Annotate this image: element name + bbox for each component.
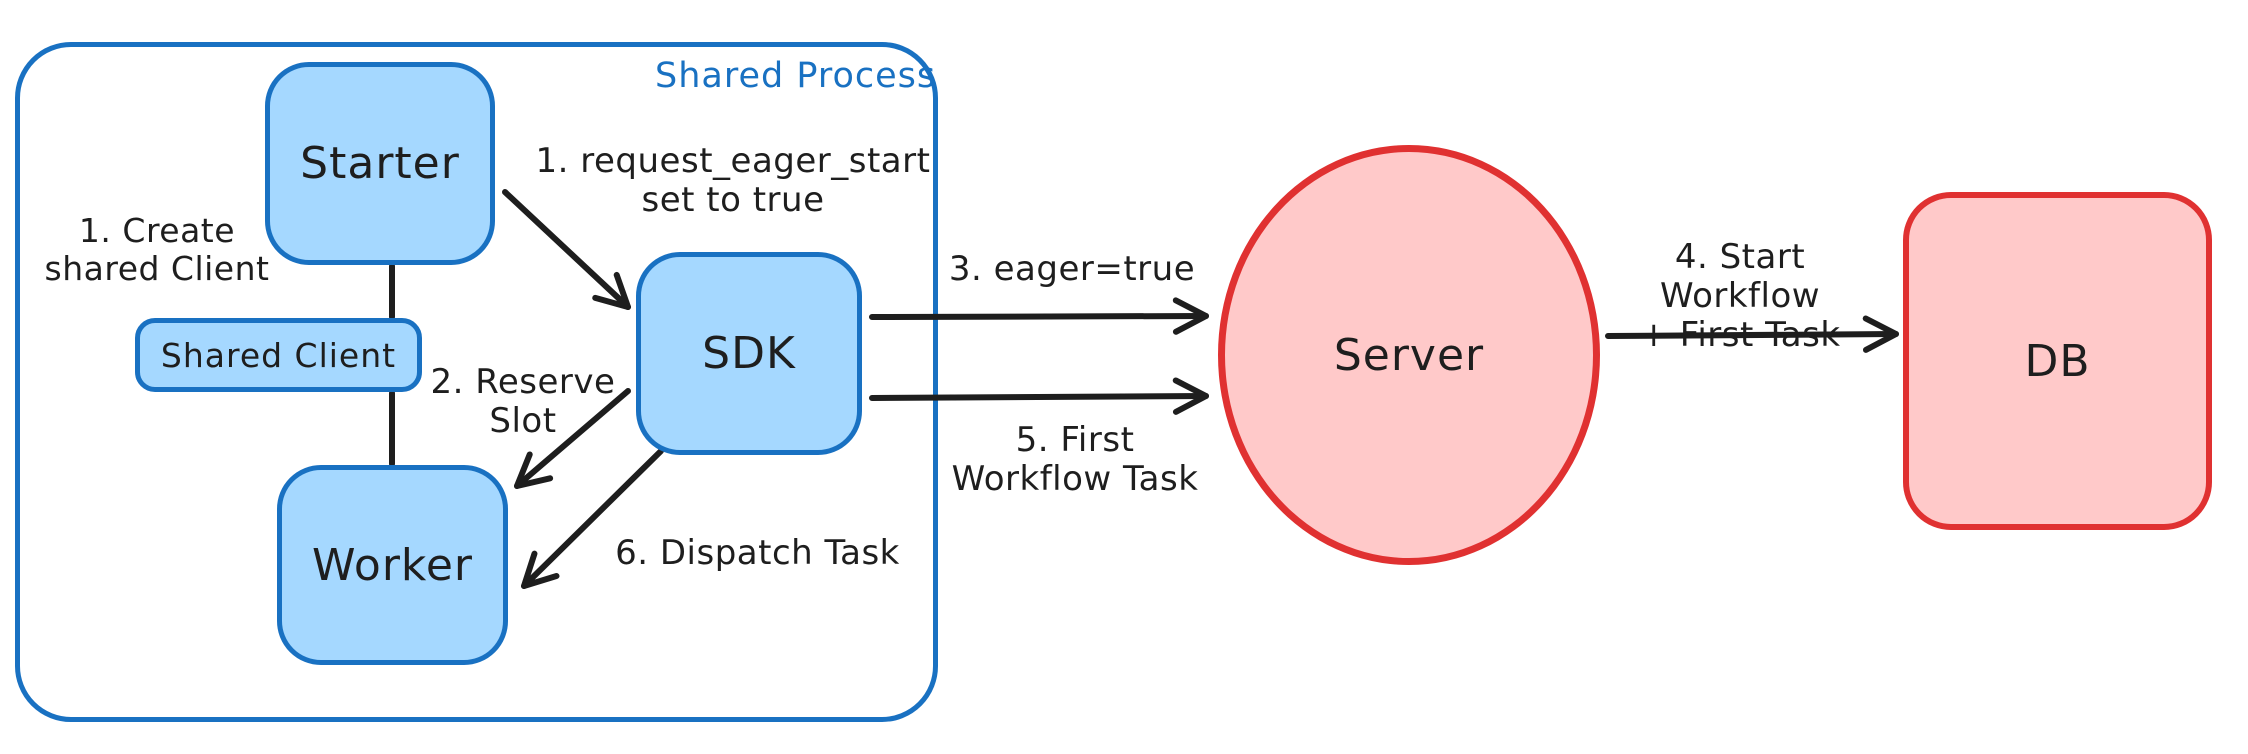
sdk-node-label: SDK — [702, 328, 796, 379]
annotation-step1-create-shared-client: 1. Create shared Client — [44, 211, 270, 288]
starter-node-label: Starter — [300, 138, 460, 189]
db-node-label: DB — [2024, 335, 2091, 387]
worker-node: Worker — [277, 465, 508, 665]
shared-process-group-label: Shared Process — [655, 56, 937, 96]
shared-client-node: Shared Client — [135, 318, 422, 392]
server-node: Server — [1218, 145, 1600, 565]
db-node: DB — [1903, 192, 2212, 530]
annotation-step4-start-workflow: 4. Start Workflow + First Task — [1639, 237, 1841, 356]
annotation-step5-first-workflow-task: 5. First Workflow Task — [951, 420, 1199, 500]
sdk-node: SDK — [636, 252, 862, 455]
annotation-step1-request-eager-start: 1. request_eager_start set to true — [535, 141, 931, 221]
annotation-step2-reserve-slot: 2. Reserve Slot — [430, 362, 616, 442]
server-node-label: Server — [1333, 329, 1485, 381]
worker-node-label: Worker — [311, 539, 473, 591]
starter-node: Starter — [265, 62, 495, 265]
annotation-step3-eager-true: 3. eager=true — [948, 249, 1196, 289]
shared-client-node-label: Shared Client — [160, 335, 397, 375]
shared-process-group-box — [15, 42, 938, 722]
annotation-step6-dispatch-task: 6. Dispatch Task — [615, 533, 900, 573]
